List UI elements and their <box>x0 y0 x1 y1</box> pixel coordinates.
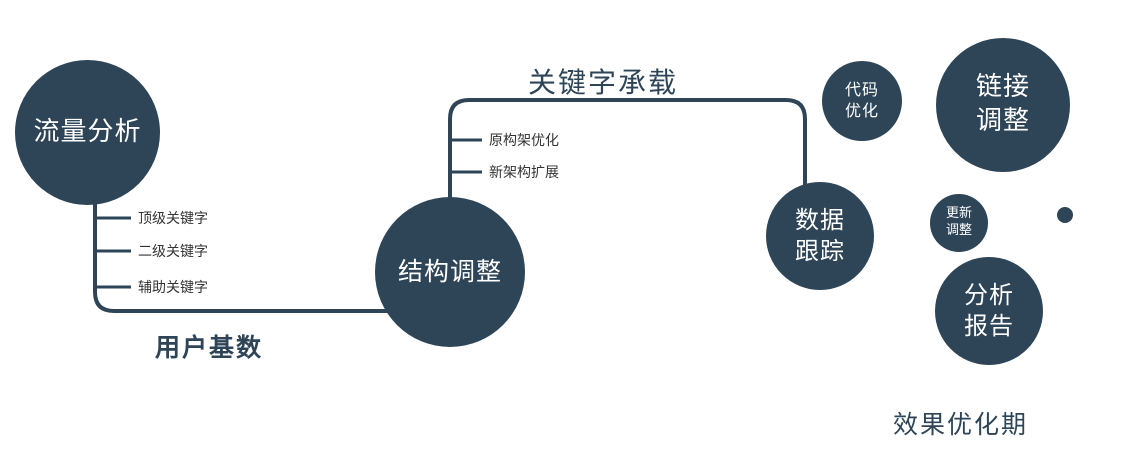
branch-label-secondary-keywords: 二级关键字 <box>138 244 208 260</box>
connector-keyword-carry-path <box>448 98 807 205</box>
node-data-tracking: 数据 跟踪 <box>766 182 874 290</box>
phase-label-effect-period: 效果优化期 <box>893 410 1029 439</box>
phase-label-keyword-carry: 关键字承载 <box>528 66 679 99</box>
node-code-optimization: 代码 优化 <box>822 61 902 141</box>
node-traffic-analysis-label: 流量分析 <box>33 116 142 147</box>
node-code-optimization-label: 代码 优化 <box>844 80 879 120</box>
node-update-adjustment-label: 更新 调整 <box>945 206 972 238</box>
branch-label-auxiliary-keywords: 辅助关键字 <box>138 280 208 296</box>
node-analysis-report-label: 分析 报告 <box>964 280 1014 340</box>
node-link-adjustment-label: 链接 调整 <box>975 72 1030 136</box>
node-update-adjustment: 更新 调整 <box>930 194 988 252</box>
node-traffic-analysis: 流量分析 <box>15 60 160 205</box>
branch-label-new-architecture: 新架构扩展 <box>489 165 559 181</box>
phase-label-user-base: 用户基数 <box>155 333 264 362</box>
node-structure-adjustment-label: 结构调整 <box>397 256 502 286</box>
node-data-tracking-label: 数据 跟踪 <box>795 205 845 265</box>
node-small-dot <box>1057 207 1073 223</box>
node-link-adjustment: 链接 调整 <box>936 38 1070 172</box>
branch-label-top-keywords: 顶级关键字 <box>138 211 208 227</box>
node-analysis-report: 分析 报告 <box>935 257 1043 365</box>
branch-label-original-architecture: 原构架优化 <box>489 133 559 149</box>
node-structure-adjustment: 结构调整 <box>375 197 525 347</box>
connector-user-base-path <box>93 193 392 313</box>
